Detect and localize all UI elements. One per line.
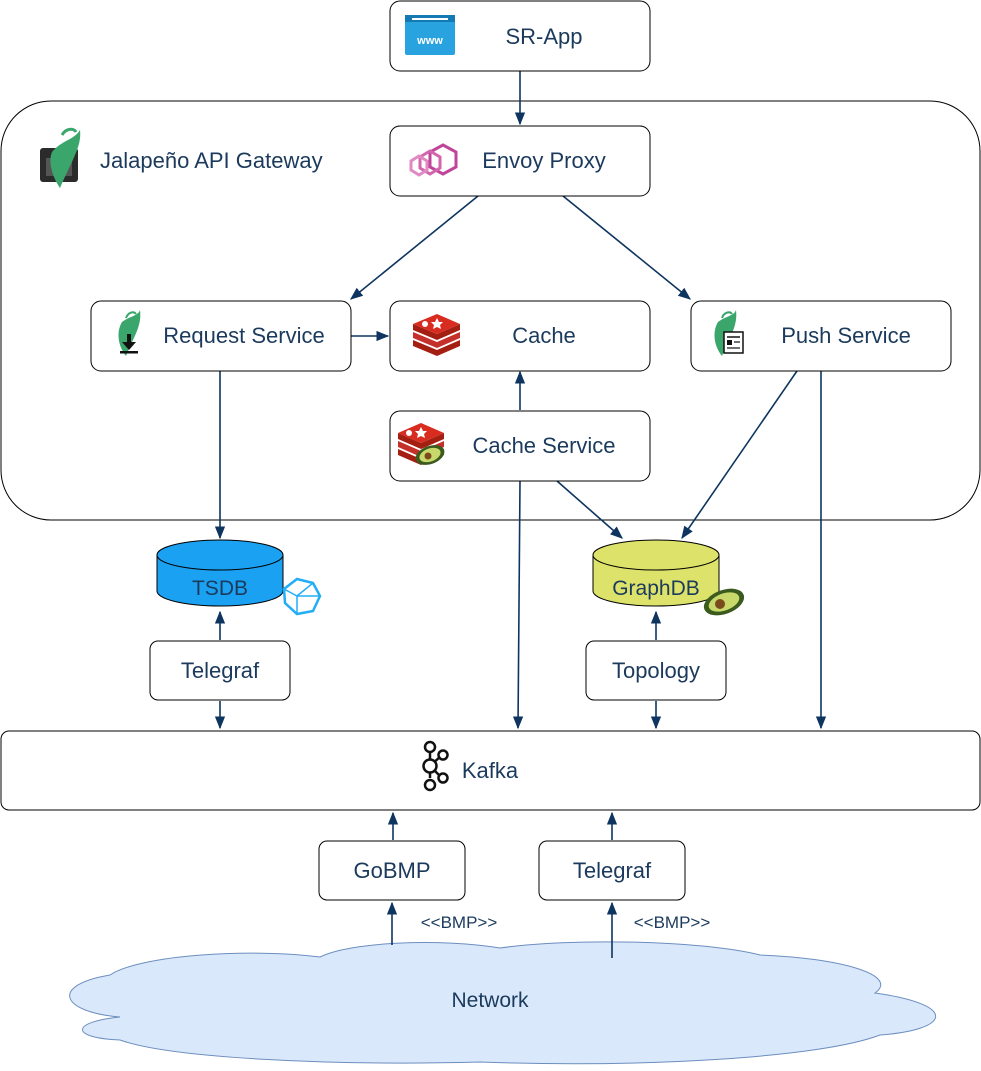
- push-service-node[interactable]: Push Service: [690, 300, 952, 372]
- telegraf-top-node[interactable]: Telegraf: [149, 640, 291, 701]
- jalapeno-download-icon: [118, 310, 141, 356]
- envoy-label: Envoy Proxy: [482, 148, 606, 173]
- bmp-label-left: <<BMP>>: [421, 913, 498, 932]
- arangodb-avocado-icon: [703, 588, 745, 616]
- telegraf-bottom-label: Telegraf: [573, 858, 652, 883]
- topology-node[interactable]: Topology: [585, 640, 727, 701]
- cache-node[interactable]: Cache: [389, 300, 651, 372]
- jalapeno-gateway-icon: [40, 127, 81, 188]
- topology-label: Topology: [612, 658, 700, 683]
- network-label: Network: [451, 989, 529, 1012]
- graphdb-node[interactable]: GraphDB: [592, 539, 748, 620]
- edge-cacheservice-kafka: [512, 480, 524, 730]
- gobmp-node[interactable]: GoBMP: [318, 840, 466, 901]
- svg-text:www: www: [416, 35, 443, 47]
- influxdb-icon: [282, 577, 322, 616]
- kafka-label: Kafka: [462, 758, 519, 783]
- envoy-node[interactable]: Envoy Proxy: [389, 125, 651, 197]
- gobmp-label: GoBMP: [353, 858, 430, 883]
- bmp-label-right: <<BMP>>: [634, 913, 711, 932]
- www-browser-icon: www: [405, 15, 455, 55]
- edges: [214, 71, 827, 958]
- graphdb-label: GraphDB: [612, 577, 700, 600]
- request-service-node[interactable]: Request Service: [90, 300, 352, 372]
- edge-cacheservice-graphdb: [556, 480, 623, 539]
- tsdb-node[interactable]: TSDB: [156, 539, 322, 616]
- edge-envoy-request: [350, 195, 479, 300]
- sr-app-label: SR-App: [505, 24, 582, 49]
- kafka-icon: [422, 740, 449, 792]
- cache-service-label: Cache Service: [472, 433, 615, 458]
- edge-envoy-push: [562, 195, 691, 300]
- gateway-title: Jalapeño API Gateway: [100, 148, 323, 173]
- cache-service-node[interactable]: Cache Service: [389, 410, 651, 482]
- jalapeno-document-icon: [714, 310, 744, 356]
- edge-push-graphdb: [681, 370, 798, 540]
- telegraf-top-label: Telegraf: [181, 658, 260, 683]
- cache-label: Cache: [512, 323, 576, 348]
- telegraf-bottom-node[interactable]: Telegraf: [538, 840, 686, 901]
- sr-app-node[interactable]: www SR-App: [389, 0, 651, 72]
- push-service-label: Push Service: [781, 323, 911, 348]
- tsdb-label: TSDB: [192, 577, 248, 600]
- request-service-label: Request Service: [163, 323, 324, 348]
- redis-icon: [413, 314, 460, 356]
- network-cloud: Network: [69, 941, 937, 1065]
- envoy-icon: [409, 143, 458, 177]
- redis-avocado-icon: [398, 423, 445, 465]
- kafka-node[interactable]: Kafka: [0, 730, 981, 811]
